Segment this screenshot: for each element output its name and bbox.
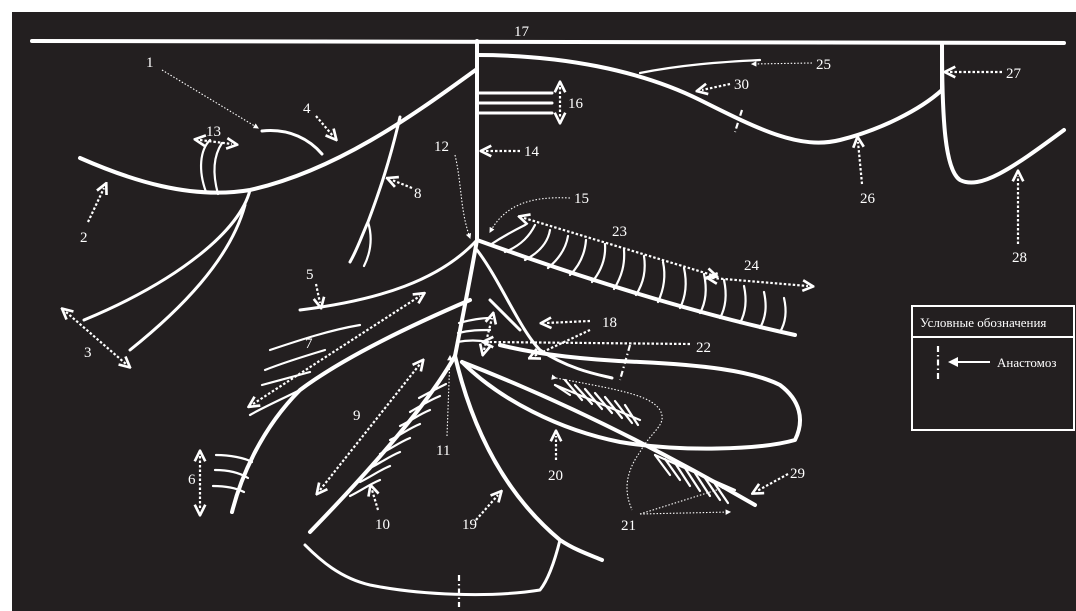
vessel-29 [462,362,755,505]
label-11: 11 [436,443,450,459]
vessel-22b [458,330,490,333]
vessel-21-hatches [555,380,735,503]
vessel-17 [32,41,1064,43]
label-1: 1 [146,55,154,71]
vessel-6c [216,455,252,462]
label-26: 26 [860,191,876,207]
vessel-19-loop [305,540,560,595]
vessel-5 [300,240,477,310]
label-10: 10 [375,517,390,533]
vessel-23-hatches [490,225,786,332]
label-18: 18 [602,315,617,331]
vessel-13b [215,143,222,194]
vessel-9-hatches [350,384,446,496]
vessel-7b [265,350,325,370]
label-14: 14 [524,144,540,160]
label-30: 30 [734,77,749,93]
label-27: 27 [1006,66,1022,82]
label-13: 13 [206,124,221,140]
vessel-22c [457,341,488,343]
label-6: 6 [188,472,196,488]
label-19: 19 [462,517,477,533]
label-16: 16 [568,96,584,112]
vessel-28 [942,43,1064,183]
vessel-20-loop [462,345,800,449]
vessel-13a [201,140,210,192]
legend-anastomosis-label: Анастомоз [997,355,1057,370]
label-2: 2 [80,230,88,246]
label-17: 17 [514,24,530,40]
label-28: 28 [1012,250,1027,266]
vessel-7a [270,325,360,350]
label-8: 8 [414,186,422,202]
label-23: 23 [612,224,627,240]
vessel-9 [310,356,455,532]
label-3: 3 [84,345,92,361]
vessel-26 [477,55,942,143]
vessel-23 [477,240,795,335]
label-7: 7 [305,336,313,352]
vessel-7c [262,372,310,385]
vessel-19 [455,356,602,560]
label-9: 9 [353,408,361,424]
label-15: 15 [574,191,589,207]
vessel-25 [640,60,760,73]
label-21: 21 [621,518,636,534]
label-20: 20 [548,468,563,484]
vessel-4 [262,131,322,154]
vessel-6b [250,390,300,415]
label-29: 29 [790,466,805,482]
legend: Условные обозначения Анастомоз [912,306,1074,430]
label-5: 5 [306,267,314,283]
legend-title: Условные обозначения [920,315,1046,330]
label-4: 4 [303,101,311,117]
number-labels: 1 2 3 4 5 6 7 8 9 10 11 12 13 14 15 16 1… [80,24,1027,534]
label-22: 22 [696,340,711,356]
vessel-3a [84,190,250,320]
label-24: 24 [744,258,760,274]
label-25: 25 [816,57,831,73]
label-12: 12 [434,139,449,155]
